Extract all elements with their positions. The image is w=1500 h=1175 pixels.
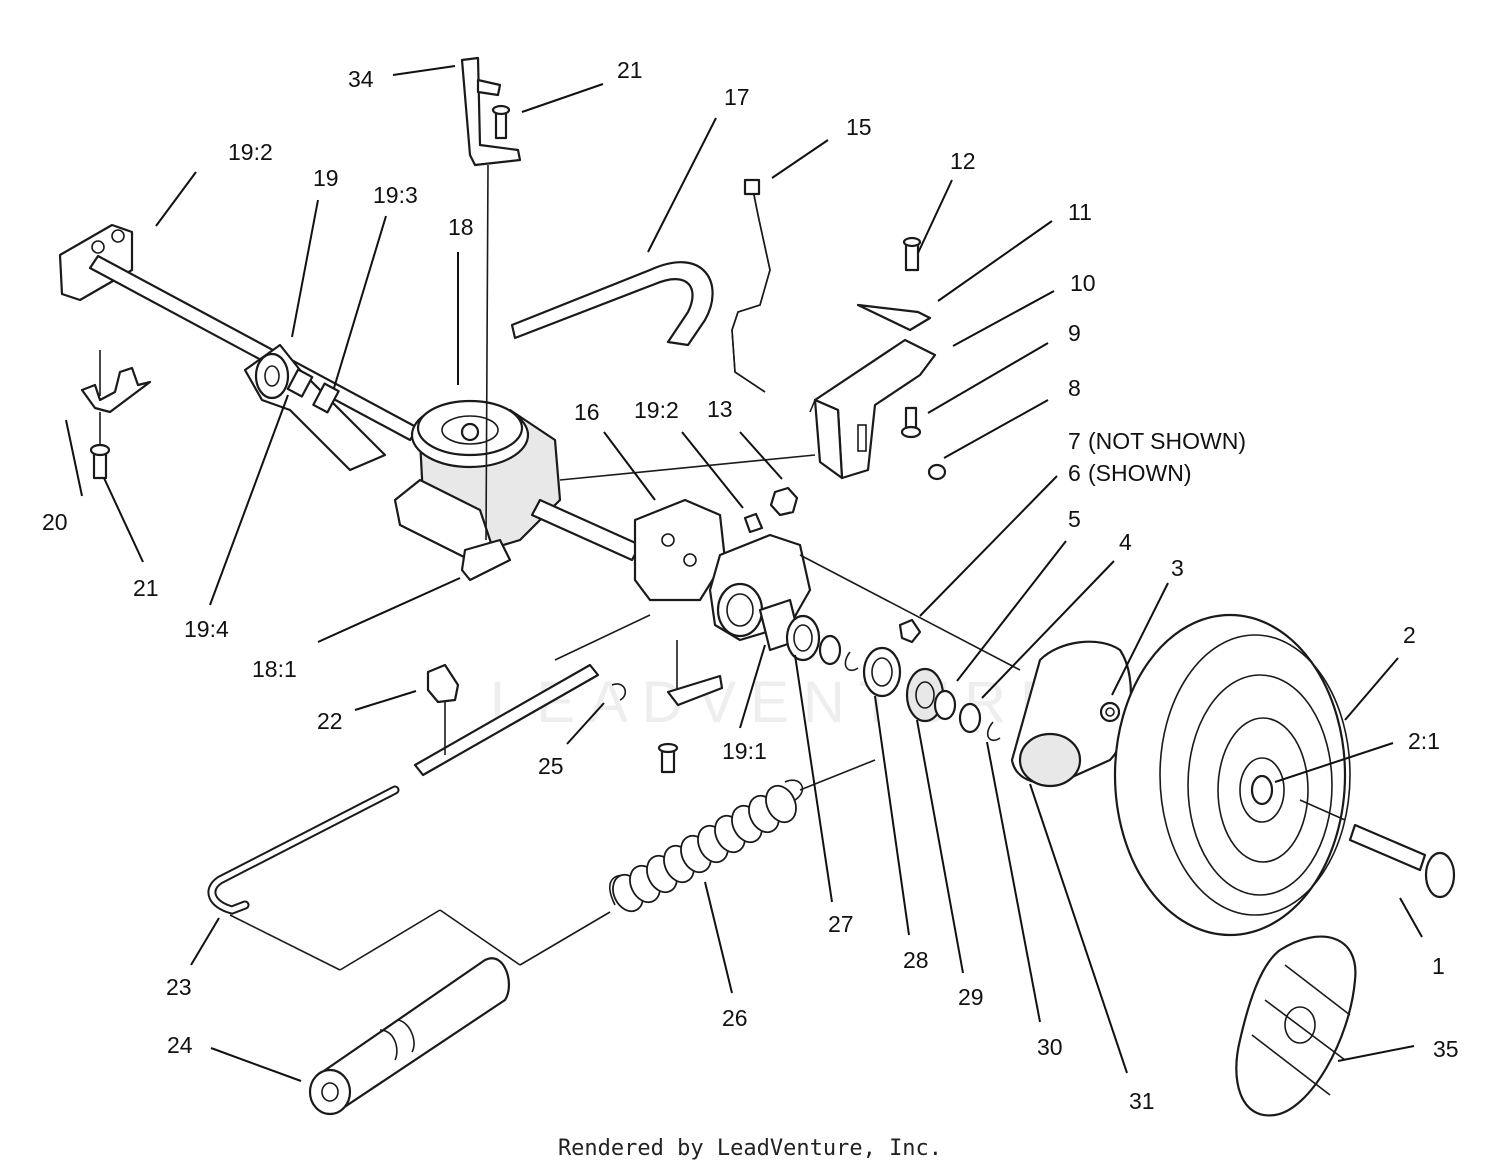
callout-6: 6 xyxy=(1068,460,1081,486)
callout-22: 22 xyxy=(317,708,343,734)
callout-2-1: 2:1 xyxy=(1408,728,1440,754)
wheel xyxy=(1113,613,1351,937)
pinion-gear xyxy=(905,667,1001,742)
callout-9: 9 xyxy=(1068,320,1081,346)
axle-clip-bracket xyxy=(80,350,152,480)
handle-grip-tube xyxy=(308,957,510,1116)
callout-21-b: 21 xyxy=(133,575,159,601)
note-not-shown: (NOT SHOWN) xyxy=(1088,428,1246,454)
callout-19: 19 xyxy=(313,165,339,191)
bearing-washer-stack xyxy=(758,598,902,698)
leader-lines xyxy=(65,65,1423,1082)
footer-credit: Rendered by LeadVenture, Inc. xyxy=(557,1136,943,1161)
callout-19-2-b: 19:2 xyxy=(634,397,679,423)
callout-10: 10 xyxy=(1070,270,1096,296)
callout-35: 35 xyxy=(1433,1036,1459,1062)
callout-26: 26 xyxy=(722,1005,748,1031)
callout-7: 7 xyxy=(1068,428,1081,454)
bracket-bolt xyxy=(900,406,947,481)
callout-18-1: 18:1 xyxy=(252,656,297,682)
extension-spring xyxy=(519,759,876,966)
handle-rod xyxy=(207,785,400,915)
callout-30: 30 xyxy=(1037,1034,1063,1060)
note-shown: (SHOWN) xyxy=(1088,460,1191,486)
callout-8: 8 xyxy=(1068,375,1081,401)
callout-17: 17 xyxy=(724,84,750,110)
nut-and-screw xyxy=(743,486,799,534)
callout-19-2: 19:2 xyxy=(228,139,273,165)
assembly-centerlines xyxy=(229,454,1346,971)
callout-31: 31 xyxy=(1129,1088,1155,1114)
wheel-bolt xyxy=(1348,823,1456,899)
callout-19-1: 19:1 xyxy=(722,738,767,764)
callout-11: 11 xyxy=(1068,199,1092,225)
callout-25: 25 xyxy=(538,753,564,779)
idler-bracket xyxy=(809,338,937,480)
callout-12: 12 xyxy=(950,148,976,174)
callout-4: 4 xyxy=(1119,529,1132,555)
callout-13: 13 xyxy=(707,396,733,422)
shift-shaft xyxy=(413,640,724,777)
callout-1: 1 xyxy=(1432,953,1445,979)
callout-19-3: 19:3 xyxy=(373,182,418,208)
callout-24: 24 xyxy=(167,1032,193,1058)
callout-numbers: 34 21 17 15 19:2 19 19:3 18 12 11 10 9 8… xyxy=(42,57,1459,1114)
callout-27: 27 xyxy=(828,911,854,937)
callout-2: 2 xyxy=(1403,622,1416,648)
idler-spring-clip xyxy=(856,236,932,332)
shift-arm xyxy=(460,56,522,167)
callout-20: 20 xyxy=(42,509,68,535)
callout-3: 3 xyxy=(1171,555,1184,581)
callout-19-4: 19:4 xyxy=(184,616,229,642)
callout-15: 15 xyxy=(846,114,872,140)
callout-16: 16 xyxy=(574,399,600,425)
callout-21: 21 xyxy=(617,57,643,83)
wheel-drive-cup xyxy=(1010,640,1132,788)
axle-bushing xyxy=(243,343,387,472)
callout-18: 18 xyxy=(448,214,474,240)
hubcap xyxy=(1235,935,1357,1117)
callout-5: 5 xyxy=(1068,506,1081,532)
callout-34: 34 xyxy=(348,66,374,92)
drive-key xyxy=(898,618,922,644)
control-rod xyxy=(731,178,771,393)
transmission xyxy=(393,164,642,582)
callout-23: 23 xyxy=(166,974,192,1000)
callout-29: 29 xyxy=(958,984,984,1010)
drive-belt xyxy=(510,261,714,347)
callout-28: 28 xyxy=(903,947,929,973)
